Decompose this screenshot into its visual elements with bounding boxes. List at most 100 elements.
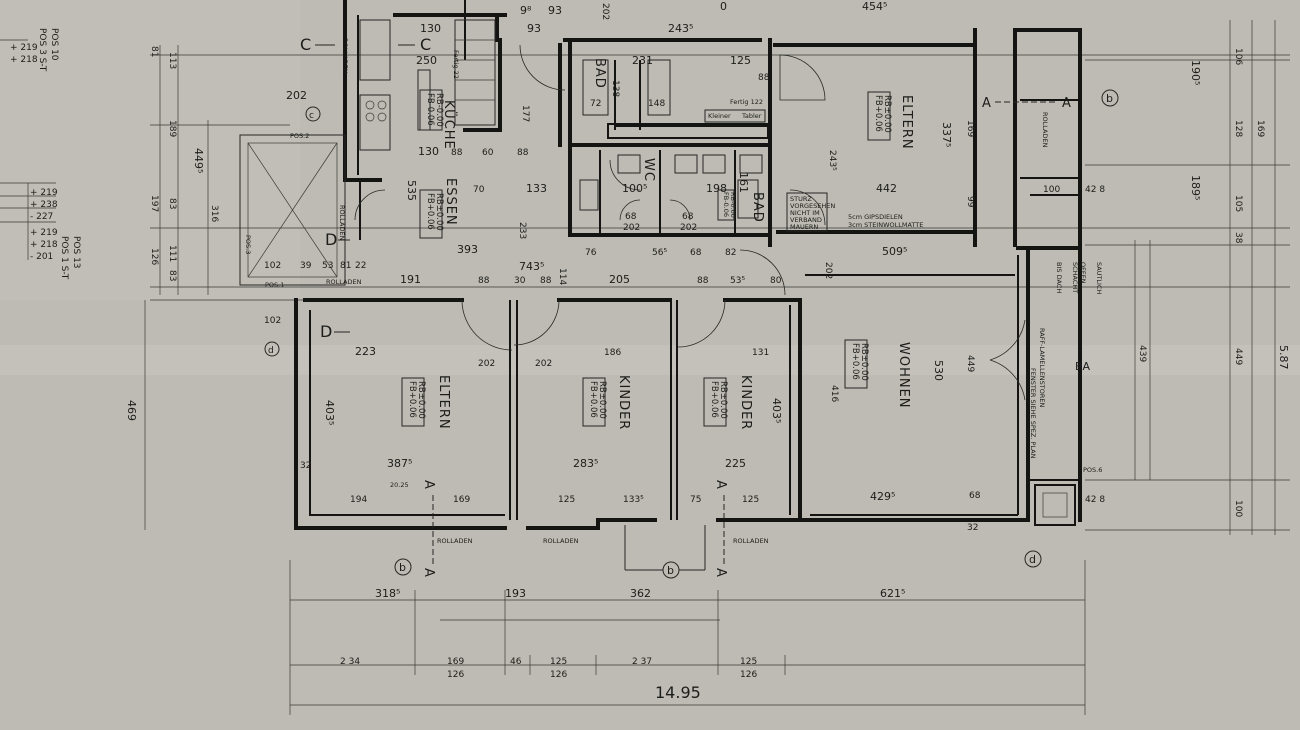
pos13-val-1: + 219	[30, 188, 58, 198]
note-sturz-5: MAUERN	[790, 223, 818, 231]
dim-b-237: 2 37	[632, 657, 652, 667]
dim-100c: 100	[1233, 500, 1243, 517]
dim-169: 169	[965, 120, 975, 137]
dim-416: 416	[829, 385, 839, 402]
note-steinwolle: 3cm STEINWOLLMATTE	[848, 221, 923, 229]
note-rolladen-6: ROLLADEN	[733, 537, 769, 545]
note-schacht-2: OFFEN	[1079, 262, 1087, 284]
dim-b-3185: 318⁵	[375, 587, 400, 600]
dim-72: 72	[590, 99, 601, 109]
bottom-dimensions: 318⁵ 193 362 621⁵ 2 34 169 46 125 2 37 1…	[340, 587, 905, 702]
circle-b-3: b	[667, 564, 674, 577]
note-rolladen-1: ROLLADEN	[341, 38, 349, 74]
dim-b-125b: 125	[740, 657, 757, 667]
dim-60: 60	[482, 148, 494, 158]
dim-565: 56⁵	[652, 248, 667, 258]
dim-202f: 202	[823, 262, 833, 279]
right-dimensions: 190⁵ 189⁵ 106 128 169 105 38 449 5.87 10…	[1137, 48, 1290, 517]
dim-38: 38	[1233, 232, 1243, 244]
dim-439: 439	[1137, 345, 1147, 362]
note-rolladen-7: ROLLADEN	[1041, 112, 1049, 148]
door-swings	[354, 44, 1026, 401]
floor-tag-kinder-1: FB+0.06 RB±0.00	[582, 377, 607, 427]
floor-tag-wohnen-fb: FB+0.06	[850, 343, 860, 380]
floor-tag-eltern-top: FB+0.06 RB±0.00	[867, 91, 892, 141]
dim-1005: 100⁵	[622, 182, 647, 195]
cut-d-left: D	[325, 230, 337, 249]
pos10-val-1: + 219	[10, 43, 38, 53]
dim-194: 194	[350, 495, 367, 505]
cut-d-right: D	[320, 322, 332, 341]
dim-99: 99	[965, 196, 975, 208]
dim-102b: 102	[264, 316, 281, 326]
room-bad-1: BAD	[592, 58, 607, 89]
dim-68d: 68	[969, 491, 981, 501]
note-pos-1: POS.1	[265, 281, 284, 289]
room-wohnen: WOHNEN	[896, 342, 911, 409]
dim-32b: 32	[967, 523, 978, 533]
dim-202e: 202	[535, 359, 552, 369]
dim-82: 82	[725, 248, 736, 258]
dim-530: 530	[932, 360, 945, 381]
dim-186: 186	[604, 348, 621, 358]
note-gipsdielen: 5cm GIPSDIELEN	[848, 213, 903, 221]
interior-dimensions: 250 130 202 88 60 88 535 393 133 70 233 …	[286, 54, 1105, 533]
room-kinder-2: KINDER	[738, 375, 753, 430]
dim-88f: 88	[540, 276, 552, 286]
floor-tag-kinder-1-fb: FB+0.06	[588, 381, 598, 418]
dim-top-93a: 93	[527, 22, 541, 35]
pos-table-top: + 219 + 218 POS 3 S-T POS 10	[0, 28, 59, 72]
dim-202b: 202	[623, 223, 640, 233]
dim-b-193: 193	[505, 587, 526, 600]
dim-126: 126	[149, 248, 159, 265]
dim-111: 111	[167, 245, 177, 262]
dim-88d: 88	[478, 276, 490, 286]
dim-b-362: 362	[630, 587, 651, 600]
dim-4035b: 403⁵	[770, 398, 783, 423]
dim-428a: 42 8	[1085, 185, 1105, 195]
dim-535: 535	[405, 180, 418, 201]
dim-233: 233	[517, 222, 527, 239]
dim-128: 128	[1233, 120, 1243, 137]
pos10-label-b: POS 10	[49, 28, 59, 61]
dim-81: 81	[149, 46, 159, 57]
dim-30a: 30	[514, 276, 526, 286]
dim-1895: 189⁵	[1189, 175, 1202, 200]
room-eltern-bottom: ELTERN	[436, 375, 451, 430]
pos10-val-2: + 218	[10, 55, 38, 65]
dim-b-6215: 621⁵	[880, 587, 905, 600]
dim-316: 316	[209, 205, 219, 222]
note-rolladen-5: ROLLADEN	[543, 537, 579, 545]
dim-1905: 190⁵	[1189, 60, 1202, 85]
dim-7435: 743⁵	[519, 260, 544, 273]
dim-202d: 202	[478, 359, 495, 369]
dim-b-46: 46	[510, 657, 522, 667]
floor-tag-kinder-2: FB+0.06 RB±0.00	[703, 377, 728, 427]
pos13-val-3: - 227	[30, 212, 53, 222]
note-pos-3: POS.3	[244, 235, 252, 254]
room-essen: ESSEN	[443, 178, 458, 226]
dim-4495: 449⁵	[192, 148, 205, 173]
dim-231: 231	[632, 54, 653, 67]
note-raff: RAFF-LAMELLENSTOREN	[1038, 328, 1046, 408]
dim-3375: 337⁵	[940, 122, 953, 147]
floor-tag-essen-fb: FB+0.06	[425, 193, 435, 230]
dim-4035a: 403⁵	[323, 400, 336, 425]
dim-100b: 100	[1043, 185, 1060, 195]
floor-tag-wohnen-rb: RB±0.00	[859, 343, 869, 381]
room-kueche: KÜCHE	[441, 100, 458, 150]
dim-138: 138	[610, 80, 620, 97]
dim-161: 161	[737, 172, 750, 193]
dim-39: 39	[300, 261, 312, 271]
dim-70: 70	[473, 185, 485, 195]
dimension-lines	[144, 20, 1290, 715]
pos13-val-6: - 201	[30, 252, 53, 262]
circle-d-right: d	[1029, 553, 1036, 566]
dim-1335: 133⁵	[623, 495, 644, 505]
dim-4295: 429⁵	[870, 490, 895, 503]
dim-88c: 88	[758, 73, 770, 83]
dim-125a: 125	[730, 54, 751, 67]
dim-2835: 283⁵	[573, 457, 598, 470]
left-dimensions: 449⁵ 469 197 189 316 111 126 83 83 113 8…	[125, 46, 833, 421]
floor-tag-eltern-top-rb: RB±0.00	[882, 95, 892, 133]
